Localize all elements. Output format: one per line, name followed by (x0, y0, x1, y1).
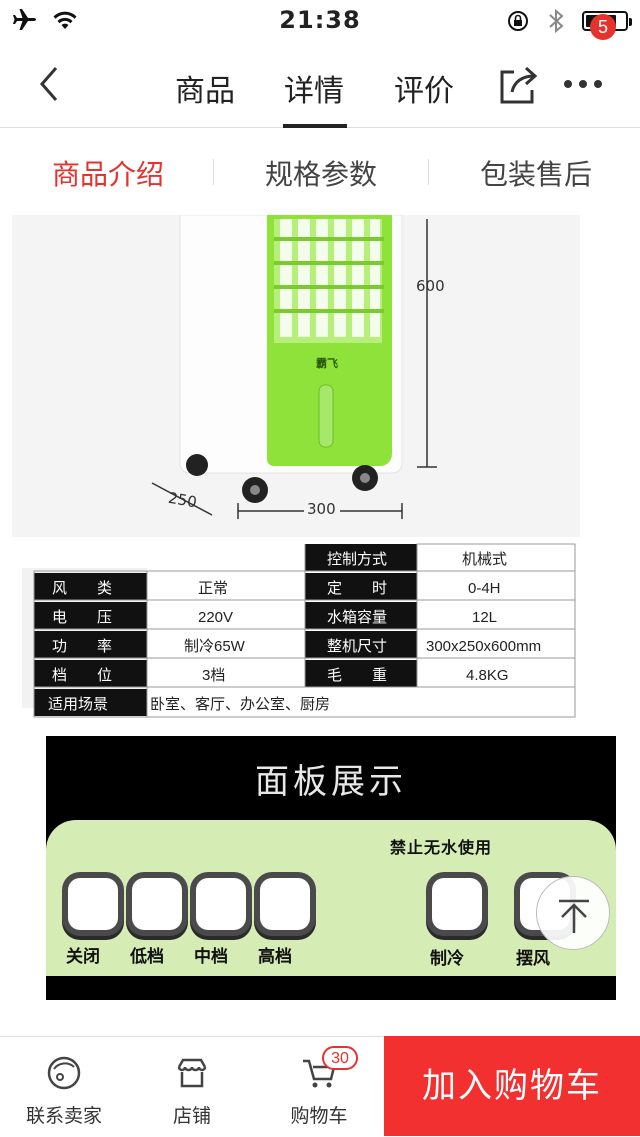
active-tab-indicator (283, 124, 347, 128)
spec-key: 功 率 (52, 638, 112, 655)
status-bar: 21:38 (0, 0, 640, 40)
shop-button[interactable]: 店铺 (132, 1037, 252, 1137)
tab-review[interactable]: 评价 (394, 74, 454, 109)
subtab-divider (428, 159, 429, 185)
subtab-specs[interactable]: 规格参数 (265, 158, 378, 191)
spec-val: 300x250x600mm (426, 638, 541, 655)
subtab-intro[interactable]: 商品介绍 (52, 158, 165, 191)
status-left (12, 8, 78, 32)
share-icon[interactable] (494, 62, 540, 108)
back-to-top-button[interactable] (536, 876, 610, 950)
spec-val: 220V (198, 609, 233, 626)
cart-label: 购物车 (290, 1105, 348, 1127)
panel-label: 高档 (258, 947, 292, 967)
panel-title: 面板展示 (255, 762, 407, 802)
customer-service-icon (47, 1056, 81, 1090)
arrow-up-icon (559, 899, 589, 933)
spec-key: 定 时 (327, 580, 387, 597)
panel-label: 摆风 (516, 949, 550, 969)
back-arrow-icon[interactable] (30, 62, 70, 106)
panel-button-low (132, 878, 182, 930)
width-dimension-label: 300 (307, 500, 336, 518)
panel-label: 制冷 (430, 949, 464, 969)
spec-key-control: 控制方式 (327, 551, 387, 568)
spec-val: 4.8KG (466, 667, 509, 684)
height-dimension-label: 600 (416, 277, 445, 295)
detail-subtabs: 商品介绍 规格参数 包装售后 (0, 129, 640, 213)
more-badge: 5 (590, 14, 616, 40)
panel-warning: 禁止无水使用 (390, 838, 493, 857)
spec-key-scene: 适用场景 (48, 696, 108, 713)
control-panel-image: 面板展示 禁止无水使用 关闭 低档 中档 高档 制冷 摆风 (46, 736, 616, 1000)
spec-val: 12L (472, 609, 497, 626)
panel-label: 低档 (130, 947, 164, 967)
spec-key: 毛 重 (327, 667, 387, 684)
spec-table-grid: 控制方式 机械式 风 类 正常 定 时 0-4H 电 压 220V 水箱容量 1… (22, 543, 576, 718)
panel-label: 关闭 (66, 947, 100, 967)
spec-val: 0-4H (468, 580, 501, 597)
rotation-lock-icon (508, 11, 528, 31)
wifi-icon (53, 11, 77, 29)
subtab-packaging[interactable]: 包装售后 (480, 158, 593, 191)
shop-label: 店铺 (172, 1105, 211, 1127)
contact-seller-label: 联系卖家 (25, 1105, 102, 1127)
spec-val: 3档 (202, 667, 225, 684)
brand-logo: 霸飞 (316, 357, 338, 370)
panel-body: 禁止无水使用 关闭 低档 中档 高档 制冷 摆风 (46, 820, 616, 976)
tab-detail[interactable]: 详情 (284, 74, 344, 109)
panel-button-mid (196, 878, 246, 930)
spec-val: 正常 (198, 580, 228, 597)
panel-label: 中档 (194, 947, 228, 967)
airplane-icon (13, 9, 36, 30)
panel-button-off (68, 878, 118, 930)
tab-product[interactable]: 商品 (175, 74, 235, 109)
cart-count-badge: 30 (322, 1046, 358, 1070)
more-dots-icon[interactable] (562, 78, 604, 90)
contact-seller-button[interactable]: 联系卖家 (4, 1037, 124, 1137)
panel-button-cool (432, 878, 482, 930)
add-to-cart-button[interactable]: 加入购物车 (384, 1036, 640, 1136)
spec-key: 档 位 (52, 667, 112, 684)
spec-key: 电 压 (52, 609, 112, 626)
spec-table: 控制方式 机械式 风 类 正常 定 时 0-4H 电 压 220V 水箱容量 1… (22, 540, 600, 720)
air-cooler-illustration: 霸飞 600 250 300 (12, 215, 580, 537)
spec-val: 制冷65W (184, 638, 246, 655)
spec-key: 水箱容量 (327, 609, 387, 626)
spec-val-control: 机械式 (462, 551, 507, 568)
status-time: 21:38 (279, 6, 361, 34)
spec-key: 整机尺寸 (327, 638, 387, 655)
spec-key: 风 类 (52, 580, 112, 597)
spec-val-scene: 卧室、客厅、办公室、厨房 (150, 696, 330, 713)
depth-dimension-label: 250 (167, 489, 198, 512)
panel-button-high (260, 878, 310, 930)
shop-icon (177, 1058, 207, 1088)
cart-button[interactable]: 购物车 (259, 1037, 379, 1137)
bluetooth-icon (549, 8, 564, 34)
subtab-divider (213, 159, 214, 185)
product-image: 霸飞 600 250 300 (12, 215, 580, 537)
top-navbar: 商品 详情 评价 (0, 40, 640, 128)
